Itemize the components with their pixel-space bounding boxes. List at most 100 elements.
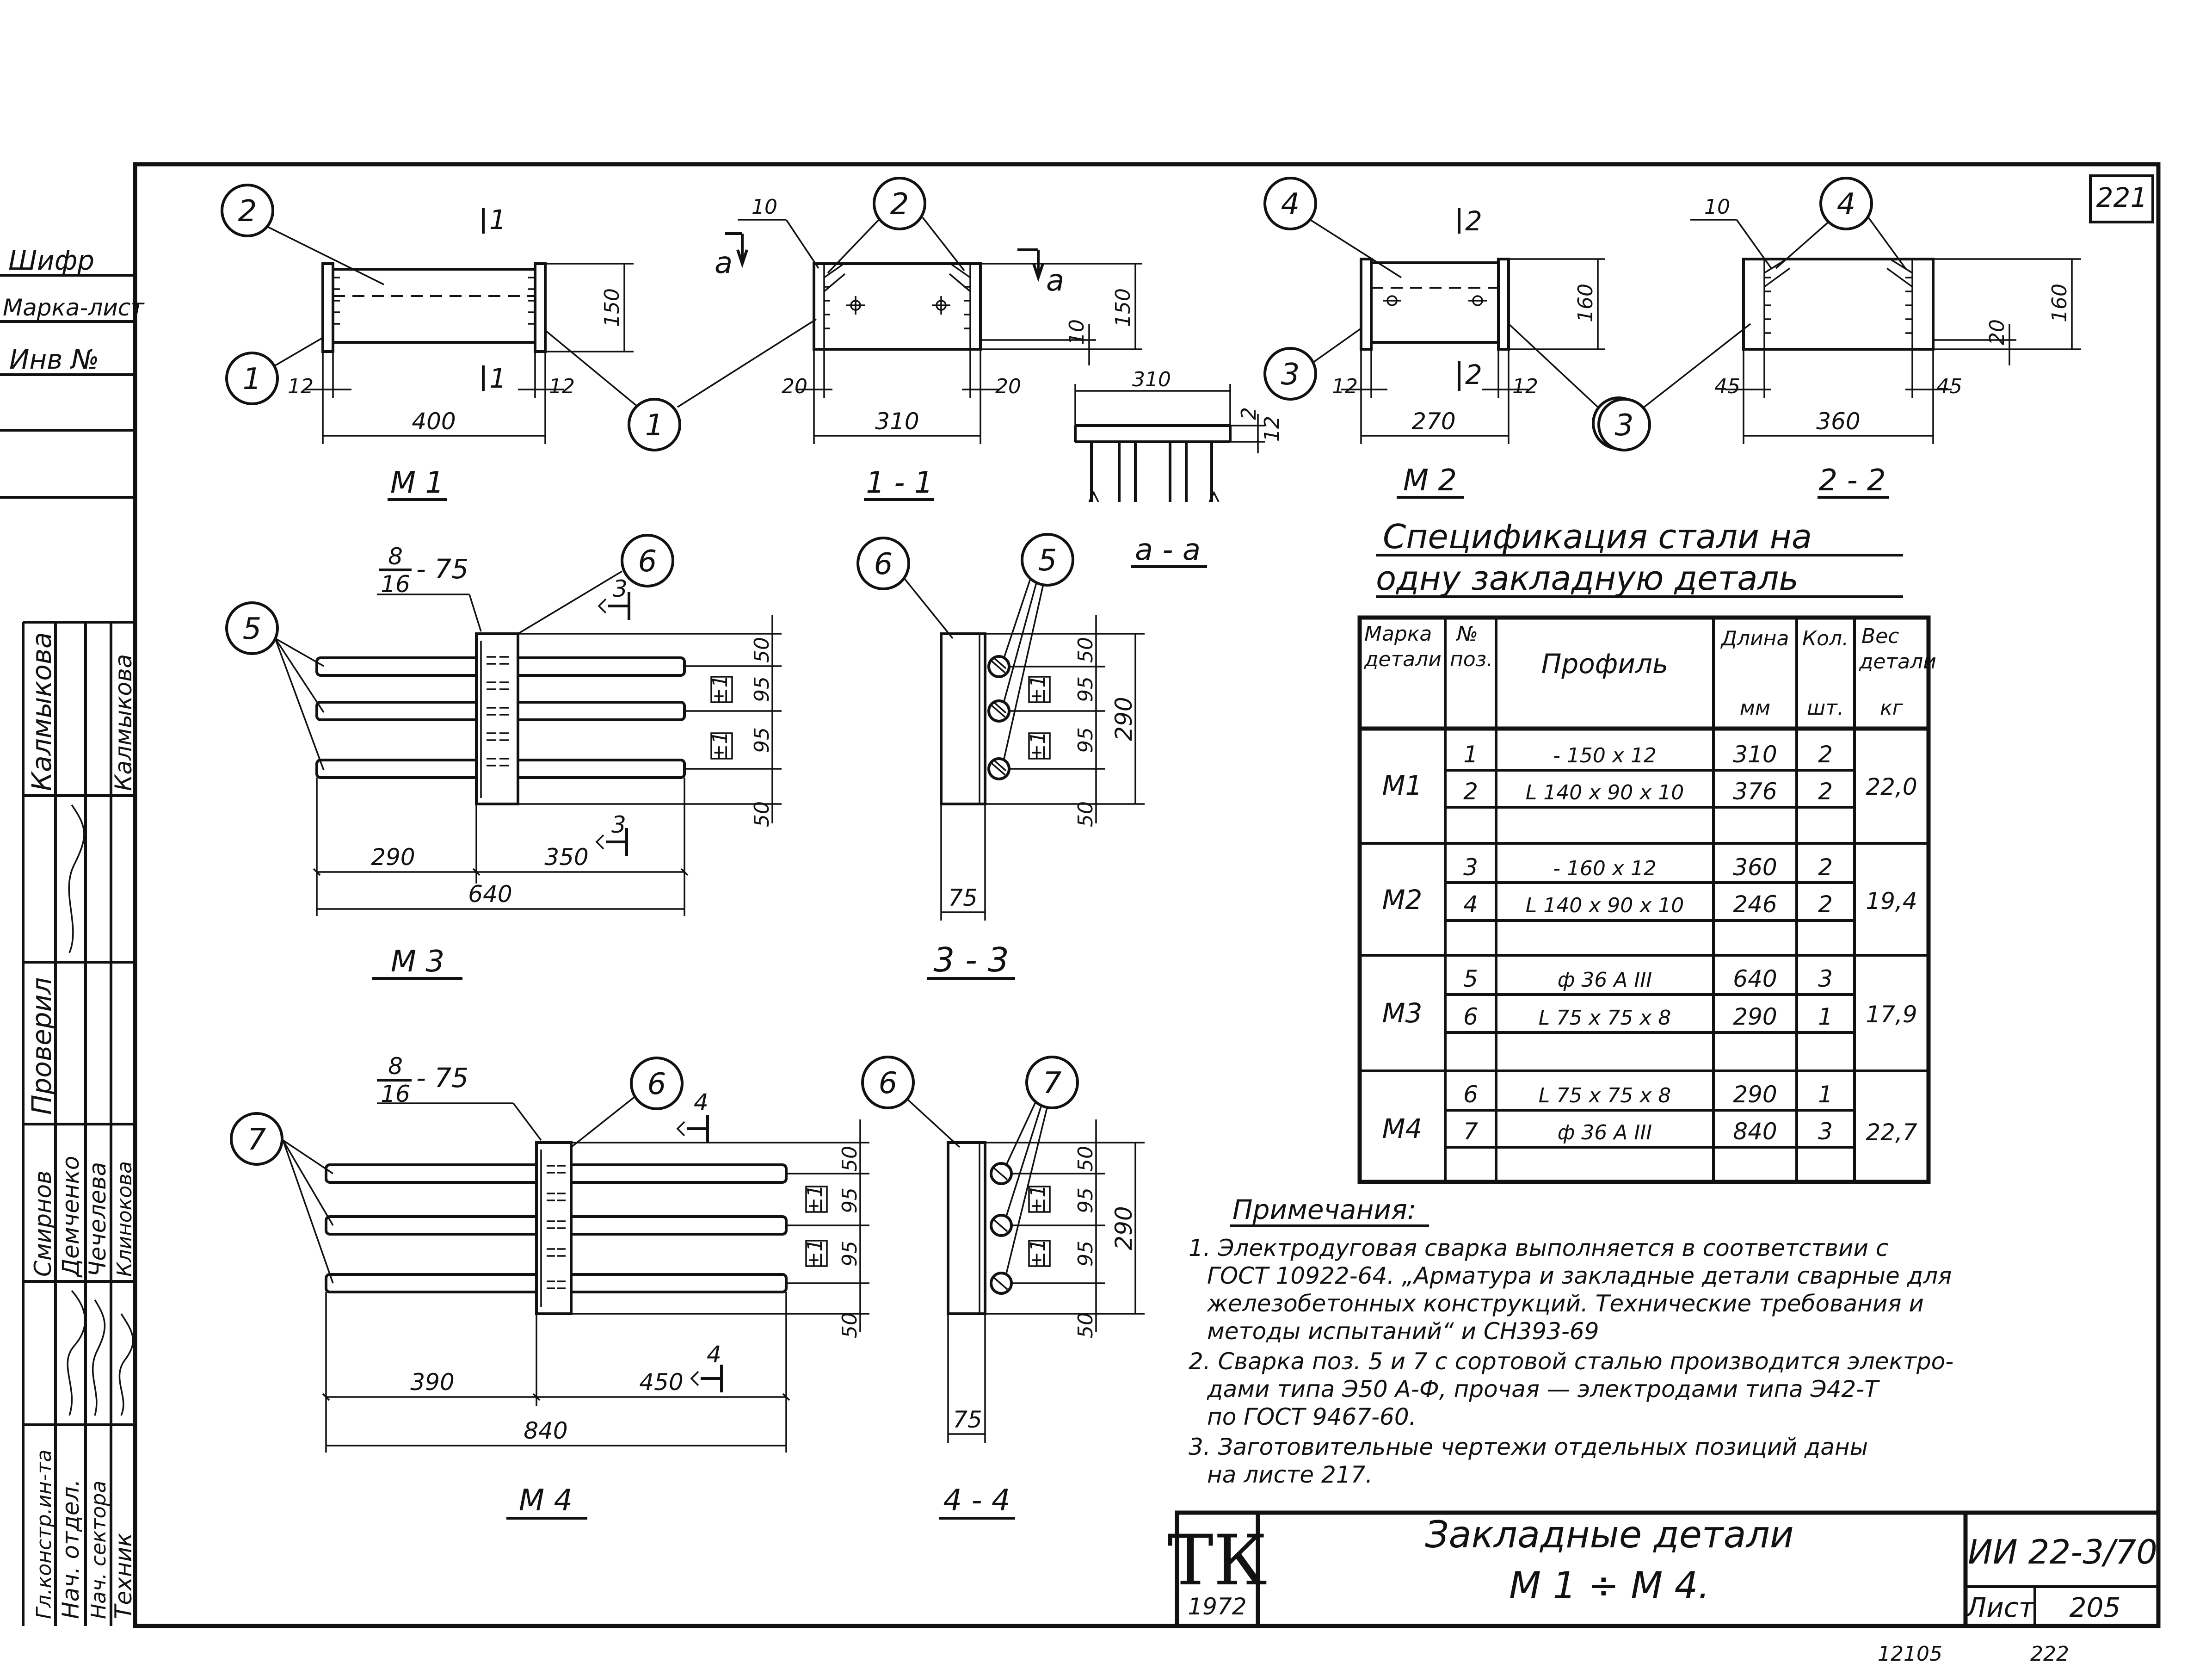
m3-weld-den: 16 [381, 571, 410, 598]
s44-dim-v1: 50 [1074, 1146, 1097, 1172]
spec-m4-r2-pos: 7 [1463, 1118, 1478, 1145]
spec-m2-r1-qty: 2 [1818, 854, 1833, 881]
spec-header-length-2: мм [1740, 696, 1770, 720]
s22-bubble-4: 4 [1837, 187, 1856, 222]
notes-line-8: 3. Заготовительные чертежи отдельных поз… [1189, 1434, 1868, 1460]
stamp-name-checheleva: Чечелева [84, 1162, 111, 1277]
m4-dim-v1: 50 [838, 1146, 862, 1172]
spec-m4-r1-pos: 6 [1463, 1081, 1478, 1108]
m3-section-mark-bottom: 3 [611, 811, 626, 838]
stamp-role-tech: Техник [110, 1533, 137, 1619]
s44-dim-h: 290 [1110, 1206, 1137, 1250]
spec-header-pos-1: № [1455, 622, 1478, 646]
m2-dim-end-left: 12 [1332, 375, 1358, 398]
m4-section-mark-top: 4 [694, 1089, 709, 1116]
aa-dim-a: 2 [1237, 407, 1261, 420]
spec-m4-mark: М4 [1382, 1113, 1423, 1144]
spec-m4-r1-length: 290 [1733, 1081, 1777, 1108]
m1-section-mark-top: 1 [489, 204, 506, 235]
m2-dim-height: 160 [1574, 284, 1597, 322]
stamp-role-sector: Нач. сектора [87, 1481, 111, 1619]
stamp-name-smirnov: Смирнов [30, 1170, 56, 1277]
spec-table [1357, 554, 1931, 1184]
spec-m3-mark: М3 [1382, 997, 1423, 1029]
s22-dim-top: 10 [1704, 195, 1730, 219]
spec-m1-weight: 22,0 [1866, 773, 1917, 800]
m3-bubble-6: 6 [638, 544, 657, 579]
view-m1 [221, 184, 681, 501]
s22-dim-length: 360 [1816, 408, 1860, 435]
notes-line-7: по ГОСТ 9467-60. [1207, 1403, 1417, 1430]
m1-dim-height: 150 [600, 288, 624, 327]
spec-m2-r2-qty: 2 [1818, 891, 1833, 918]
spec-m4-r2-qty: 3 [1818, 1118, 1833, 1145]
m3-tol-2: ±1 [709, 731, 732, 761]
s33-bubble-6: 6 [874, 547, 893, 581]
m1-bubble-1a: 1 [243, 362, 262, 396]
s11-dim-top: 10 [752, 195, 777, 219]
notes-line-2: ГОСТ 10922-64. „Арматура и закладные дет… [1207, 1262, 1952, 1289]
m3-bubble-5: 5 [243, 612, 262, 646]
s44-dim-w: 75 [953, 1406, 982, 1433]
s44-dim-v2: 95 [1074, 1187, 1097, 1213]
title-block-title-1: Закладные детали [1425, 1513, 1794, 1556]
sheet-frame [133, 162, 2161, 1628]
spec-m3-r1-qty: 3 [1818, 965, 1833, 992]
notes-line-4: методы испытаний“ и СН393-69 [1207, 1318, 1599, 1345]
spec-m1-mark: М1 [1382, 770, 1423, 801]
stamp-rotated-text: Калмыкова Проверил Гл.констр.ин-та Нач. … [26, 632, 137, 1619]
m4-bubble-7: 7 [247, 1123, 266, 1157]
bottom-margin-text-2: 222 [2030, 1642, 2069, 1663]
m3-dim-v3: 95 [750, 727, 774, 753]
view-m3 [225, 534, 782, 980]
spec-m4-r1-profile: L 75 x 75 x 8 [1539, 1084, 1671, 1107]
s33-bubble-5: 5 [1038, 544, 1057, 578]
view-m2 [1263, 177, 1645, 499]
spec-m2-r2-profile: L 140 x 90 x 10 [1526, 894, 1684, 917]
stamp-role-dept: Нач. отдел. [57, 1479, 84, 1619]
m4-weld-num: 8 [388, 1053, 403, 1080]
title-block-sheet-label: Лист [1966, 1592, 2035, 1623]
spec-m2-r2-length: 246 [1733, 891, 1777, 918]
spec-m1-r2-profile: L 140 x 90 x 10 [1526, 781, 1684, 804]
notes-line-6: дами типа Э50 А-Ф, прочая — электродами … [1207, 1376, 1880, 1403]
m4-tol-2: ±1 [803, 1239, 827, 1269]
s33-title: 3 - 3 [933, 940, 1009, 979]
m2-section-mark-bottom: 2 [1465, 359, 1482, 390]
s33-dim-h: 290 [1110, 697, 1137, 741]
spec-m1-r2-qty: 2 [1818, 778, 1833, 805]
spec-m2-r2-pos: 4 [1463, 891, 1478, 918]
m4-tol-1: ±1 [803, 1185, 827, 1215]
s33-dim-v4: 50 [1074, 801, 1097, 827]
spec-header-weight-3: кг [1880, 696, 1904, 720]
m4-dim-total: 840 [524, 1417, 567, 1444]
spec-m3-r1-length: 640 [1733, 965, 1777, 992]
spec-m3-r1-profile: ф 36 А III [1558, 968, 1652, 992]
corner-number: 221 [2096, 182, 2148, 213]
s22-dim-left: 45 [1714, 375, 1740, 398]
spec-m3-weight: 17,9 [1866, 1001, 1917, 1028]
s11-dim-length: 310 [875, 408, 919, 435]
m1-section-mark-bottom: 1 [489, 363, 506, 394]
aa-dim-b: 12 [1260, 416, 1284, 442]
spec-header-profile: Профиль [1541, 648, 1668, 680]
stamp-label-inv: Инв № [9, 344, 99, 375]
m4-dim-v2: 95 [838, 1187, 862, 1213]
spec-m3-r2-length: 290 [1733, 1003, 1777, 1030]
s22-dim-small: 20 [1985, 319, 2009, 345]
s11-title: 1 - 1 [866, 466, 933, 500]
s11-bubble-2: 2 [890, 187, 909, 222]
spec-m4-r2-length: 840 [1733, 1118, 1777, 1145]
m3-weld-num: 8 [388, 543, 403, 570]
spec-m3-r2-qty: 1 [1818, 1003, 1833, 1030]
spec-m1-r1-pos: 1 [1463, 741, 1478, 768]
m4-title: М 4 [519, 1484, 573, 1518]
s11-dim-small: 10 [1065, 319, 1089, 345]
s44-dim-v4: 50 [1074, 1312, 1097, 1338]
m4-dim-right: 450 [639, 1369, 683, 1396]
m2-section-mark-top: 2 [1465, 205, 1482, 237]
title-block-logo: ТК [1167, 1521, 1267, 1601]
stamp-name-demchenko: Демченко [57, 1156, 84, 1278]
spec-header-weight-2: детали [1859, 650, 1936, 674]
